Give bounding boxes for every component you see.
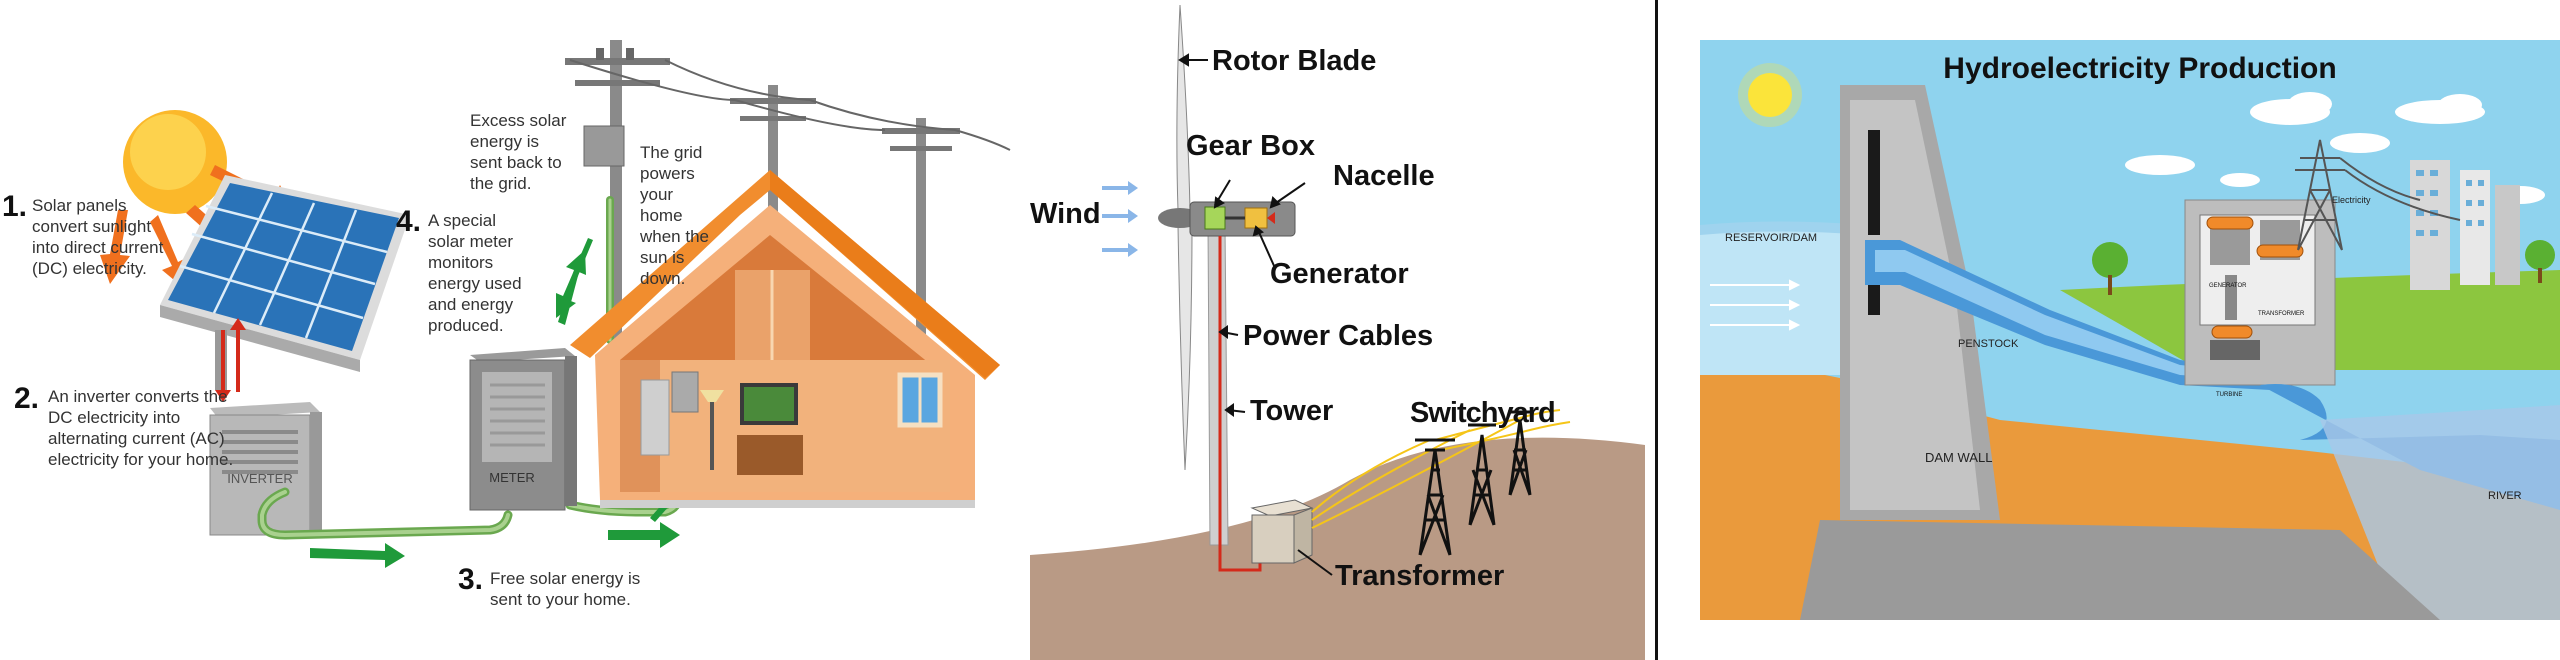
inverter-box: INVERTER — [209, 402, 322, 536]
meter-label: METER — [489, 470, 535, 485]
nacelle-label: Nacelle — [1333, 160, 1435, 192]
solar-meter: METER — [469, 348, 577, 511]
dc-current-arrows — [215, 318, 246, 402]
rotor-blade-bottom — [1177, 224, 1193, 471]
reservoir-water — [1700, 225, 1865, 375]
generator-part — [1244, 207, 1268, 229]
transformer-tag-label: TRANSFORMER — [2258, 311, 2305, 317]
utility-pole-middle — [730, 85, 816, 325]
transformer-box — [1250, 499, 1314, 564]
step-2-text: An inverter converts the DC electricity … — [48, 387, 234, 469]
penstock — [1865, 240, 2270, 390]
sun — [123, 110, 227, 214]
wind-label: Wind — [1030, 198, 1101, 230]
step-3-number: 3. — [458, 563, 484, 596]
solar-illustration: INVERTER — [100, 40, 1011, 568]
gear-box-label: Gear Box — [1186, 130, 1315, 162]
inverter-label: INVERTER — [227, 471, 293, 486]
component-tags — [2206, 216, 2304, 339]
switchyard-towers — [1415, 410, 1532, 556]
gear-box-part — [1204, 206, 1226, 230]
wind-turbine-diagram: Rotor Blade Gear Box Nacelle Wind Genera… — [1030, 0, 1650, 660]
step-1-text: Solar panels convert sunlight into direc… — [32, 196, 164, 278]
label-pointers — [1178, 53, 1333, 576]
hydroelectricity-diagram: Hydroelectricity Production RESERVOIR/DA… — [1700, 40, 2560, 620]
solar-power-diagram: INVERTER — [0, 0, 1020, 660]
turbine-tag-label: TURBINE — [2216, 392, 2243, 398]
excess-energy-text: Excess solar energy is sent back to the … — [470, 111, 567, 193]
grid-power-text: The grid powers your home when the sun i… — [640, 143, 709, 288]
city-buildings — [2410, 160, 2520, 290]
transmission-lines — [1311, 409, 1571, 529]
wind-arrows — [1102, 181, 1138, 257]
step-1-number: 1. — [2, 190, 28, 223]
rotor-blade-top — [1176, 4, 1191, 211]
step-3-text: Free solar energy is sent to your home. — [490, 569, 641, 609]
transformer-label: Transformer — [1335, 560, 1505, 592]
wind-illustration — [1030, 4, 1645, 660]
solar-panel — [160, 175, 410, 390]
ground-hill — [1030, 437, 1645, 660]
water-flow-arrows — [1710, 279, 1801, 331]
hydro-illustration — [1700, 40, 2560, 620]
step-4-number: 4. — [396, 205, 422, 238]
intake-gate-upper — [1868, 130, 1880, 235]
tower-label: Tower — [1250, 395, 1334, 427]
panel-divider — [1655, 0, 1658, 660]
hydro-title: Hydroelectricity Production — [1943, 52, 2337, 85]
switchyard-label: Switchyard — [1410, 397, 1556, 429]
trees — [2092, 240, 2555, 295]
step-2-number: 2. — [14, 382, 40, 415]
electricity-label: Electricity — [2332, 195, 2371, 205]
step-4-text: A special solar meter monitors energy us… — [428, 211, 522, 335]
turbine-tower — [1207, 224, 1229, 546]
generator-tag-label: GENERATOR — [2209, 283, 2247, 289]
hydro-sun — [1748, 73, 1792, 117]
rotor-blade-label: Rotor Blade — [1212, 45, 1377, 77]
electricity-pylon — [2295, 139, 2461, 251]
penstock-label: PENSTOCK — [1958, 338, 2019, 350]
dam-wall-label: DAM WALL — [1925, 450, 1993, 465]
reservoir-label: RESERVOIR/DAM — [1725, 232, 1818, 244]
power-cables-label: Power Cables — [1243, 320, 1434, 352]
generator-label: Generator — [1270, 258, 1409, 290]
house — [570, 170, 1000, 508]
utility-pole-right — [882, 118, 960, 348]
river-label: RIVER — [2488, 490, 2522, 502]
